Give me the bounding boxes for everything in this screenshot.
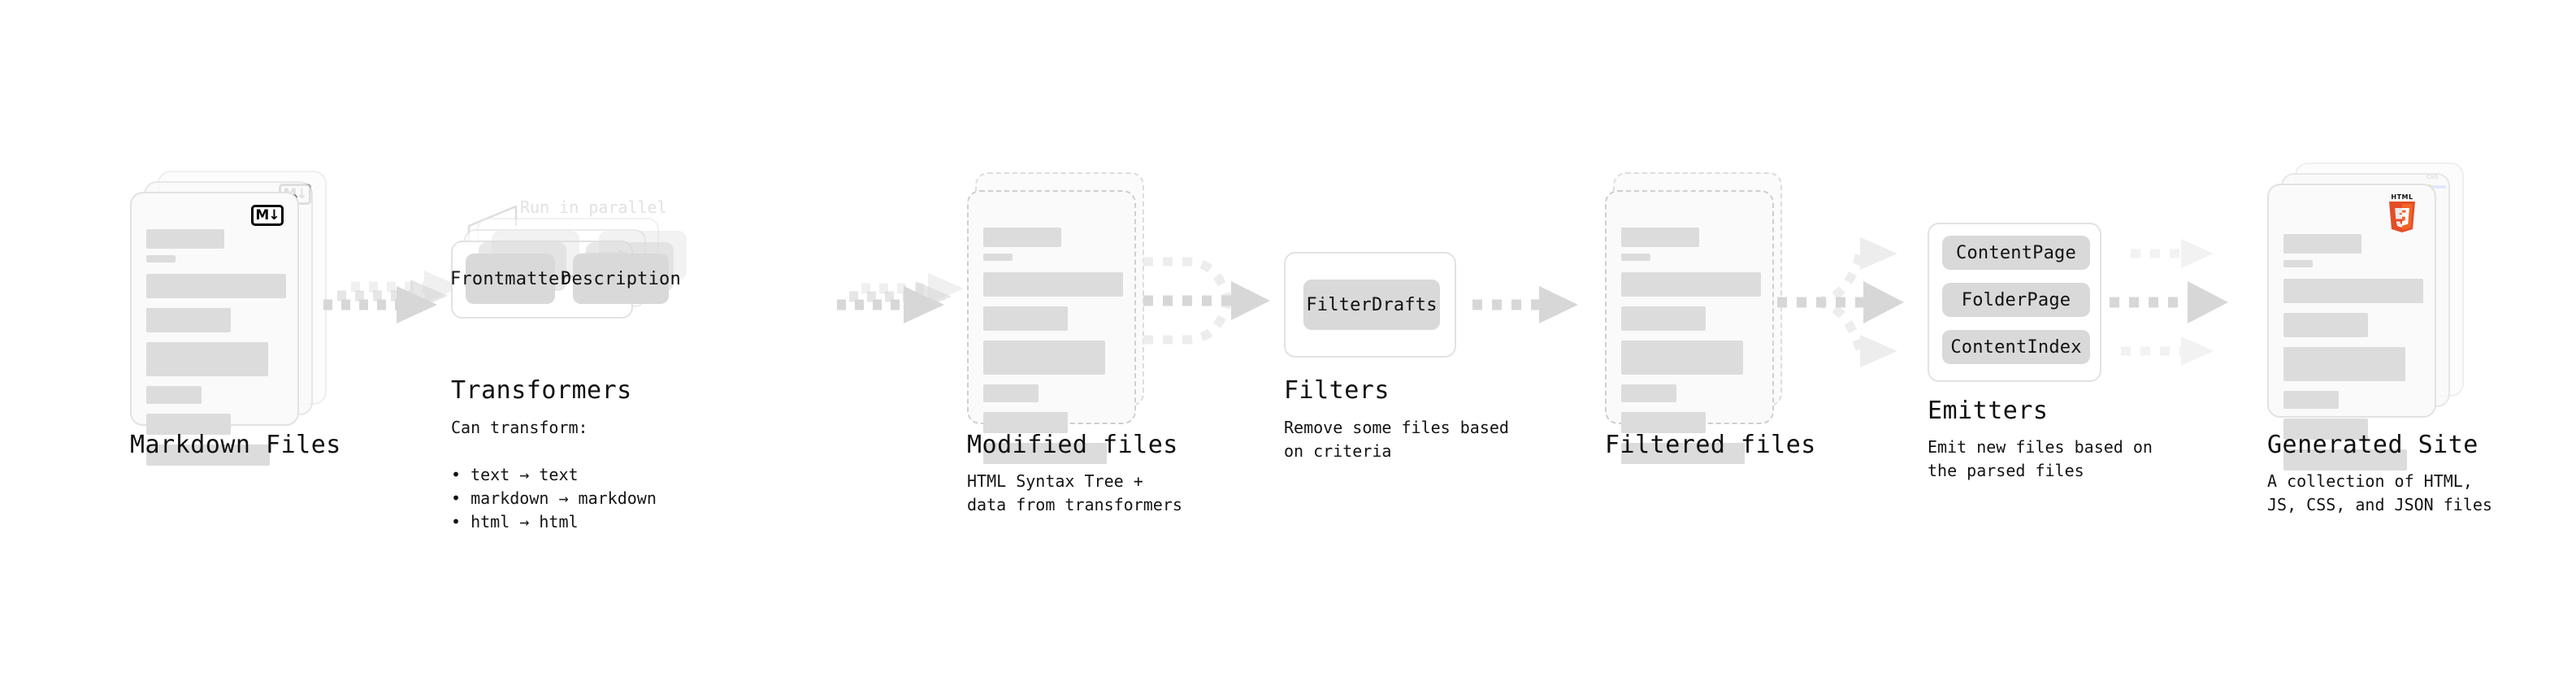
skeleton-bar [146,229,224,249]
transformers-subtitle: Can transform: [451,418,588,437]
generated-site-stack: CSS JS HTML [2267,163,2478,471]
filters-pill-filterdrafts[interactable]: FilterDrafts [1303,280,1440,330]
document-skeleton [146,229,286,466]
skeleton-bar [146,274,286,298]
markdown-file-card-front: M↓ [130,192,299,466]
modified-file-card-front [967,190,1136,464]
emitters-pill-folderpage[interactable]: FolderPage [1942,283,2090,317]
emitters-pill-contentindex[interactable]: ContentIndex [1942,330,2090,364]
skeleton-bar [2283,313,2368,337]
skeleton-bar [2283,347,2405,381]
document-skeleton [1621,228,1761,464]
arrow-emitters-to-site [2106,221,2269,384]
stage-generated-site: CSS JS HTML [2267,163,2478,471]
stage-filtered-files [1605,172,1808,464]
skeleton-bar [146,342,268,376]
skeleton-bar [2283,234,2361,254]
html5-icon: HTML [2381,192,2423,234]
skeleton-bar [983,254,1013,261]
transformers-title: Transformers [451,376,632,405]
generated-site-subtitle: A collection of HTML, JS, CSS, and JSON … [2267,471,2492,514]
transformers-bullet-2: • html → html [451,512,579,531]
modified-files-subtitle: HTML Syntax Tree + data from transformer… [967,471,1182,514]
skeleton-bar [146,414,231,435]
markdown-icon: M↓ [249,203,286,228]
emitters-title: Emitters [1928,397,2049,425]
skeleton-bar [146,308,231,332]
arrow-markdown-to-transformers [315,268,462,341]
skeleton-bar [2283,419,2368,440]
skeleton-bar [2283,279,2423,303]
filtered-file-card-front [1605,190,1774,464]
filtered-file-stack [1605,172,1808,464]
markdown-files-title: Markdown Files [130,431,341,459]
transformers-bullet-1: • markdown → markdown [451,488,657,508]
skeleton-bar [146,445,270,466]
filtered-files-title: Filtered files [1605,431,1816,459]
skeleton-bar [983,228,1061,247]
transformer-pill-frontmatter[interactable]: Frontmatter [450,254,570,304]
emitters-subtitle: Emit new files based on the parsed files [1928,437,2153,480]
skeleton-bar [146,255,176,262]
skeleton-bar [983,340,1105,375]
filters-subtitle: Remove some files based on criteria [1284,418,1509,461]
arrow-transformers-to-modified [829,268,975,341]
filters-box: FilterDrafts [1284,252,1456,358]
html5-shield [2389,202,2415,232]
skeleton-bar [1621,412,1706,433]
skeleton-bar [1621,340,1743,375]
modified-file-stack [967,172,1170,464]
skeleton-bar [983,443,1107,464]
skeleton-bar [983,306,1068,331]
arrow-filters-to-filtered [1469,268,1599,341]
skeleton-bar [1621,443,1745,464]
filters-title: Filters [1284,376,1390,405]
emitters-pill-contentpage[interactable]: ContentPage [1942,236,2090,270]
stage-modified-files [967,172,1170,464]
bullet-glyph: • [451,465,471,484]
skeleton-bar [1621,306,1706,331]
document-skeleton [983,228,1123,464]
markdown-file-stack: M↓ M↓ M↓ [130,171,333,466]
skeleton-bar [1621,272,1761,297]
skeleton-bar [2283,449,2407,471]
transformers-bullet-0: • text → text [451,465,579,484]
generated-site-card-html: HTML [2267,184,2436,471]
transformer-pill-description[interactable]: Description [561,254,681,304]
skeleton-bar [983,384,1039,402]
skeleton-bar [146,386,202,404]
skeleton-bar [1621,254,1650,261]
modified-files-title: Modified files [967,431,1178,459]
skeleton-bar [1621,228,1699,247]
arrow-modified-to-filters [1142,237,1288,367]
document-skeleton [2283,234,2423,471]
generated-site-title: Generated Site [2267,431,2478,459]
emitters-box: ContentPage FolderPage ContentIndex [1928,223,2101,382]
skeleton-bar [2283,260,2313,267]
stage-markdown-files: M↓ M↓ M↓ [130,171,333,466]
skeleton-bar [983,272,1123,297]
html5-wordmark: HTML [2391,193,2413,201]
skeleton-bar [2283,391,2339,409]
run-in-parallel-label: Run in parallel [520,197,667,217]
skeleton-bar [983,412,1068,433]
arrow-filtered-to-emitters [1776,221,1930,384]
bullet-glyph: • [451,488,471,508]
bullet-glyph: • [451,512,471,531]
skeleton-bar [1621,384,1676,402]
